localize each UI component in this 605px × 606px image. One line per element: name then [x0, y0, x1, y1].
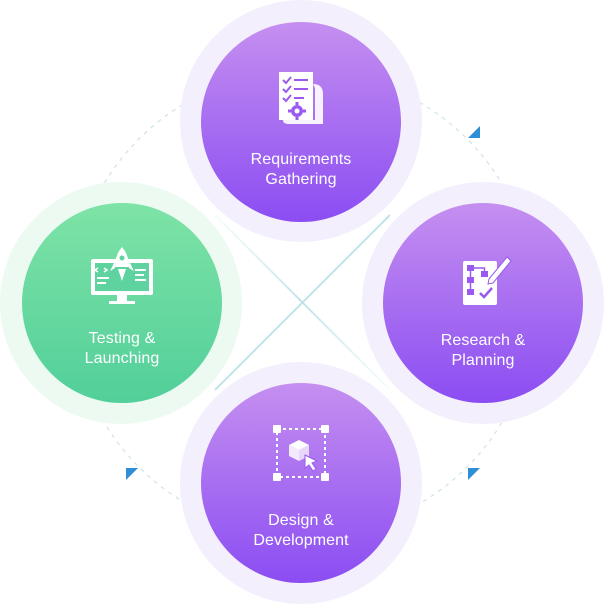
box-cursor-icon	[269, 421, 333, 485]
research-label: Research & Planning	[441, 331, 526, 371]
step-label-line1: Design &	[268, 512, 334, 529]
document-gear-icon	[271, 68, 331, 128]
step-label-line1: Testing &	[88, 330, 156, 347]
step-design-development[interactable]: Design & Development	[201, 383, 401, 583]
arrow-marker-bottom-left	[126, 468, 138, 480]
flowchart-pencil-icon	[453, 249, 513, 309]
monitor-rocket-icon	[87, 245, 157, 309]
step-research-planning[interactable]: Research & Planning	[383, 203, 583, 403]
requirements-label: Requirements Gathering	[251, 150, 352, 190]
design-label: Design & Development	[253, 511, 348, 551]
step-requirements-gathering[interactable]: Requirements Gathering	[201, 22, 401, 222]
step-label-line2: Launching	[84, 350, 160, 367]
arrow-marker-top-right	[468, 126, 480, 138]
step-label-line2: Gathering	[265, 171, 337, 188]
step-label-line1: Requirements	[250, 151, 352, 168]
step-testing-launching[interactable]: Testing & Launching	[22, 203, 222, 403]
arrow-marker-bottom-right	[468, 468, 480, 480]
step-label-line2: Planning	[451, 352, 515, 369]
step-label-line1: Research &	[440, 332, 526, 349]
testing-label: Testing & Launching	[85, 329, 160, 369]
cross-connector-diagonal-b	[214, 214, 391, 391]
step-label-line2: Development	[253, 532, 349, 549]
